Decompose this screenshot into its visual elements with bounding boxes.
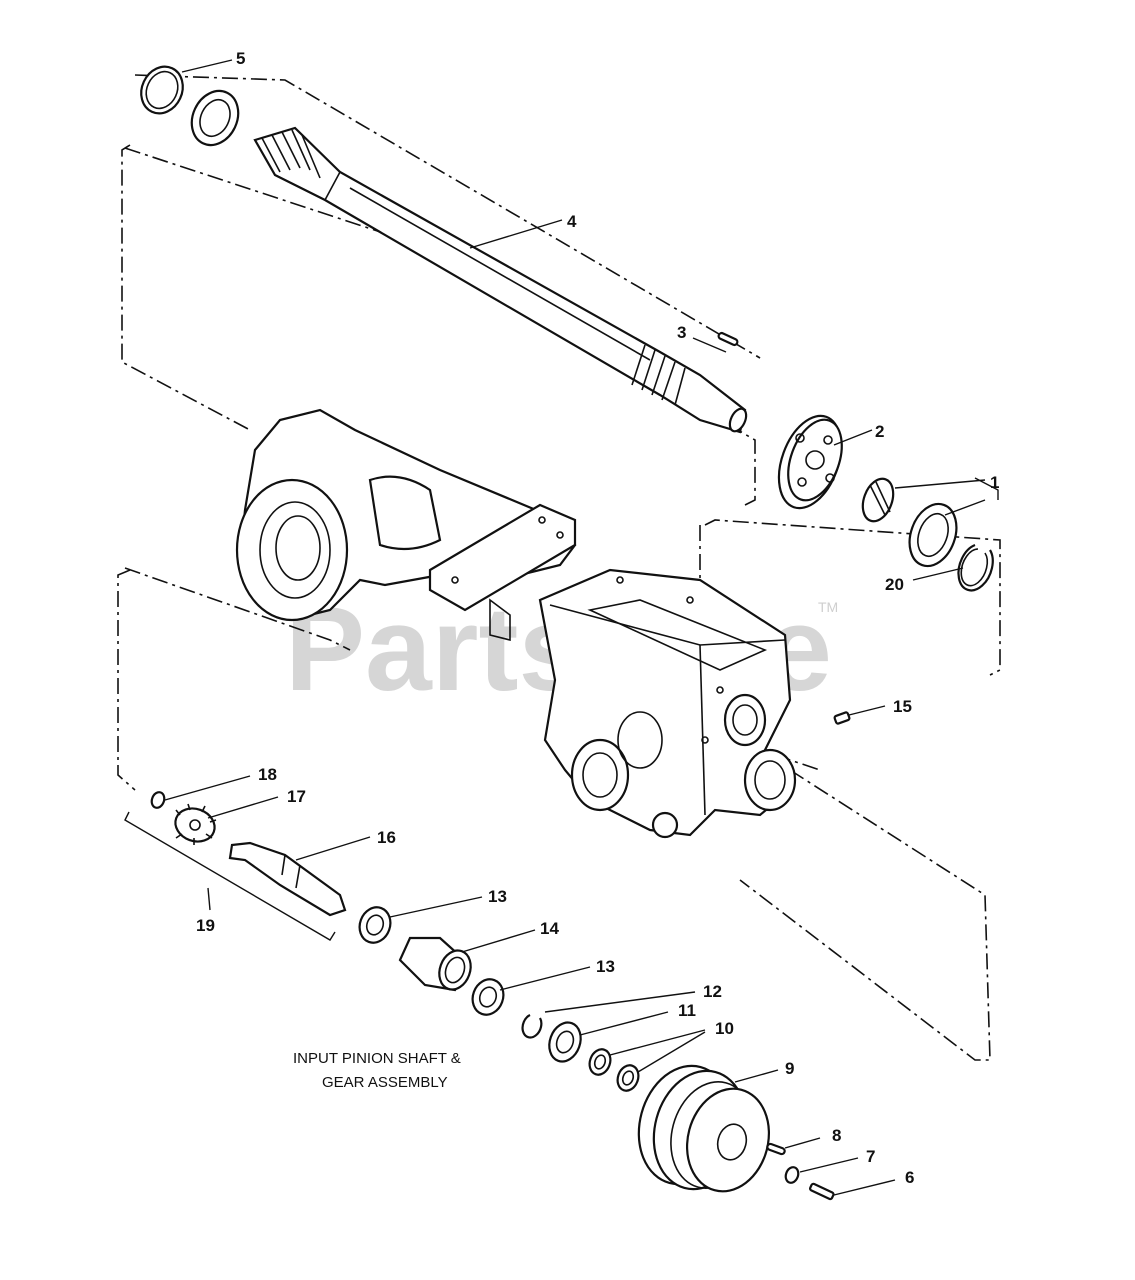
part-18-retaining-ring [150,791,166,809]
part-9-pulley [637,1064,771,1193]
callout-1: 1 [990,473,999,492]
dashed-line-right-box [704,519,1001,676]
part-6-bolt [808,1182,835,1201]
part-13-washer-a [358,906,392,944]
callout-5: 5 [236,49,245,68]
part-14-bushing [398,936,472,992]
caption-line-1: INPUT PINION SHAFT & [293,1050,461,1067]
callout-10: 10 [715,1019,734,1038]
callout-7: 7 [866,1147,875,1166]
callout-13-b: 13 [596,957,615,976]
callout-19: 19 [196,916,215,935]
part-11-bearing [548,1021,582,1063]
part-bearing-cup-top [190,89,240,147]
trademark-mark: TM [818,599,838,615]
leader-lines [124,59,999,1196]
callout-14: 14 [540,919,559,938]
callout-3: 3 [677,323,686,342]
assembly-caption: INPUT PINION SHAFT & GEAR ASSEMBLY [293,1050,461,1091]
part-10-washers [588,1048,640,1092]
part-7-washer [784,1166,800,1184]
dashed-line-lower-box [739,769,991,1061]
caption-line-2: GEAR ASSEMBLY [322,1074,448,1091]
part-5-retaining-ring [140,65,184,115]
part-8-key [766,1142,786,1156]
callout-9: 9 [785,1059,794,1078]
dashed-line-left-lower [117,569,136,791]
callout-labels: 1 2 3 4 5 6 7 8 9 10 11 12 13 13 14 15 1… [196,49,999,1187]
dashed-line-lower-a [124,567,351,651]
part-13-washer-b [471,978,505,1016]
part-gearbox-housing [489,568,797,839]
part-20-snap-ring [957,543,994,592]
callout-15: 15 [893,697,912,716]
callout-2: 2 [875,422,884,441]
callout-20: 20 [885,575,904,594]
callout-11: 11 [678,1001,696,1020]
callout-18: 18 [258,765,277,784]
part-axle-housing [235,408,577,622]
callout-17: 17 [287,787,306,806]
part-3-key [717,331,739,347]
part-4-worm-shaft [253,126,748,434]
part-15-set-screw [833,711,851,725]
dashed-line-left-upper [121,144,251,431]
dashed-line-upper-box [124,147,756,506]
callout-16: 16 [377,828,396,847]
part-1-bearing [861,477,958,568]
callout-6: 6 [905,1168,914,1187]
part-12-snap-ring [521,1014,543,1039]
callout-4: 4 [567,212,577,231]
part-2-gear [777,414,843,510]
dashed-line-top [134,74,761,359]
callout-13-a: 13 [488,887,507,906]
part-16-pinion-shaft [228,841,347,917]
part-17-pinion-gear [174,803,217,845]
callout-12: 12 [703,982,722,1001]
callout-8: 8 [832,1126,841,1145]
